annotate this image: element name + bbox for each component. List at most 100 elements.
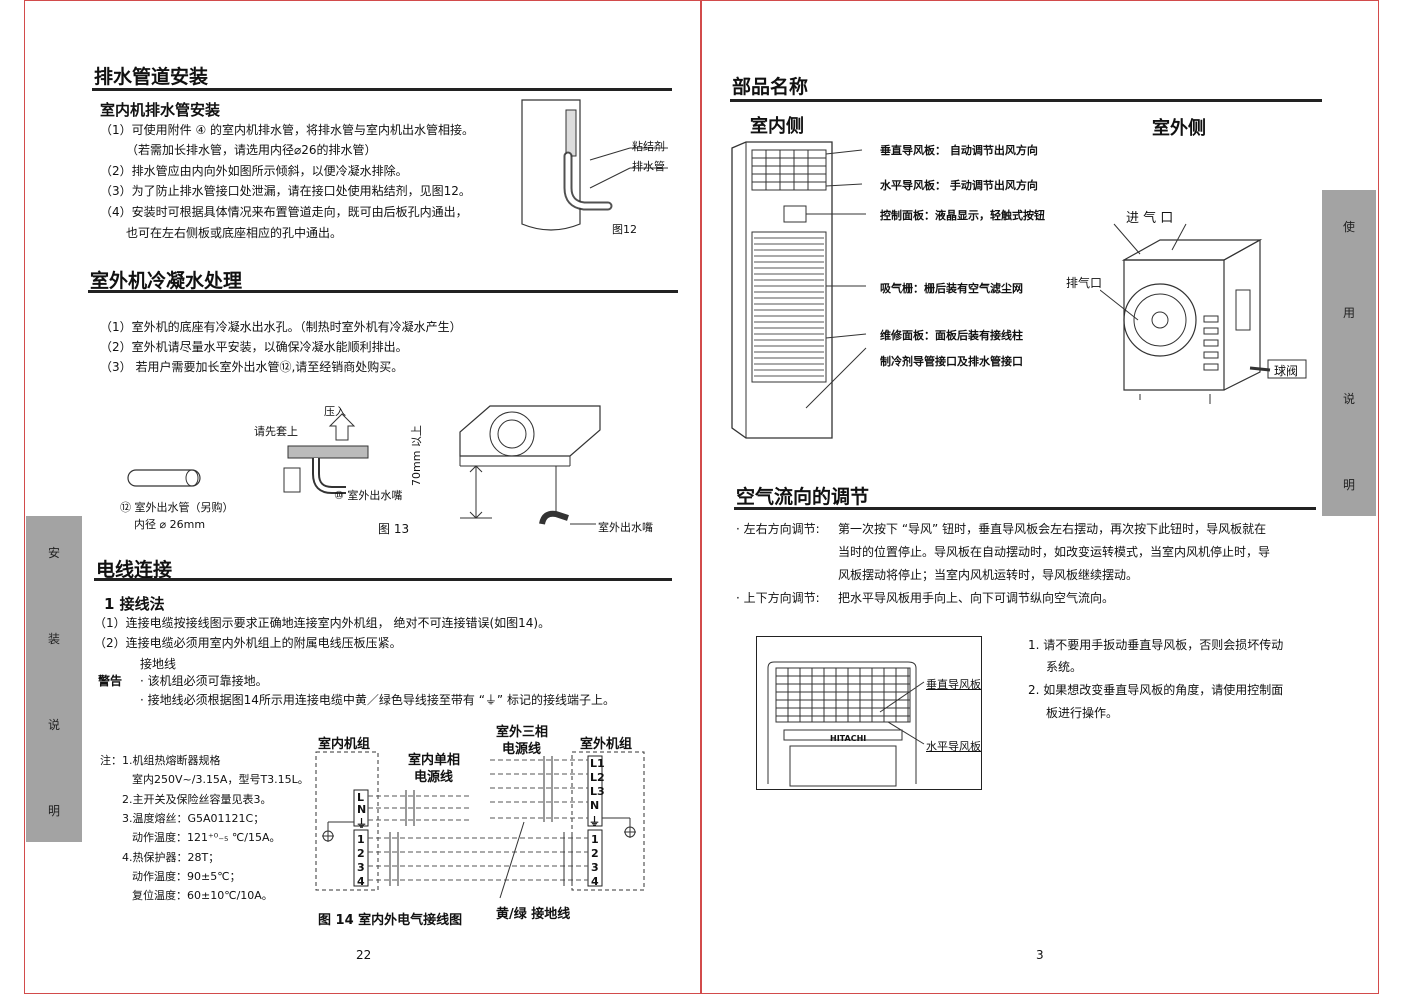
outdoor-outlet-label: 排气口: [1066, 276, 1103, 290]
condensate-line-3: （3） 若用户需要加长室外出水管⑫,请至经销商处购买。: [100, 360, 404, 374]
wiring-indoor-unit-label: 室内机组: [318, 737, 371, 752]
wiring-three-phase-label-1: 室外三相: [496, 725, 549, 740]
terminal-out-3: 3: [591, 861, 599, 874]
terminal-in-4: 4: [357, 875, 365, 888]
drain-line-2: （若需加长排水管，请选用内径⌀26的排水管）: [126, 143, 377, 157]
louver-figure-frame: [756, 636, 982, 790]
drain-line-4: （3）为了防止排水管接口处泄漏，请在接口处使用粘结剂，见图12。: [100, 184, 471, 198]
warning-line-1: · 该机组必须可靠接地。: [140, 674, 268, 688]
indoor-unit-illustration: [731, 141, 867, 439]
louver-fig-brand: HITACHI: [830, 734, 867, 743]
condensate-title-rule: [88, 290, 678, 293]
airflow-note-3: 2. 如果想改变垂直导风板的角度，请使用控制面: [1028, 683, 1284, 697]
terminal-in-ground: ⏚: [356, 817, 367, 830]
left-side-tab: 安 装 说 明: [26, 516, 82, 842]
wiring-ground-wire-label: 黄/绿 接地线: [496, 907, 571, 922]
louver-fig-horizontal-label: 水平导风板: [926, 740, 981, 753]
condensate-section-title: 室外机冷凝水处理: [90, 270, 243, 292]
terminal-in-1: 1: [357, 833, 365, 846]
airflow-lr-line-2: 当时的位置停止。导风板在自动摆动时，如改变运转模式，当室内风机停止时，导: [838, 545, 1271, 559]
airflow-ud-label: · 上下方向调节:: [736, 591, 820, 605]
fig13-height-label: 70mm 以上: [410, 425, 423, 486]
ground-title: 接地线: [140, 657, 177, 671]
fig13-pipe12-label: ⑫ 室外出水管（另购）: [120, 501, 234, 514]
outdoor-side-title: 室外侧: [1152, 118, 1206, 139]
part-label-vertical-louver: 垂直导风板： 自动调节出风方向: [880, 144, 1038, 157]
terminal-out-4: 4: [591, 875, 599, 888]
airflow-note-1: 1. 请不要用手扳动垂直导风板，否则会损坏传动: [1028, 638, 1284, 652]
terminal-out-1: 1: [591, 833, 599, 846]
terminal-in-n: N: [357, 803, 367, 816]
terminal-out-n: N: [590, 799, 600, 812]
wiring-three-phase-label-2: 电源线: [502, 742, 542, 757]
note-5: 动作温度：121⁺⁰₋₅ ℃/15A。: [132, 831, 281, 844]
note-6: 4.热保护器：28T；: [122, 851, 220, 864]
outdoor-inlet-label: 进 气 口: [1126, 211, 1174, 226]
airflow-title-rule: [734, 507, 1316, 510]
drain-line-1: （1）可使用附件 ④ 的室内机排水管，将排水管与室内机出水管相接。: [100, 123, 475, 137]
terminal-in-2: 2: [357, 847, 365, 860]
fig13-nozzle-label: 室外出水嘴: [598, 521, 653, 534]
left-page-number: 22: [356, 948, 372, 962]
note-3: 2.主开关及保险丝容量见表3。: [122, 793, 272, 806]
note-7: 动作温度：90±5℃；: [132, 870, 241, 883]
fig12-glue-label: 粘结剂: [632, 140, 665, 153]
airflow-lr-line-3: 风板摆动将停止；当室内风机运转时，导风板继续摆动。: [838, 568, 1139, 582]
right-page-number: 3: [1036, 948, 1044, 962]
fig13-press-label: 压入: [324, 405, 346, 418]
fig13-diameter-label: 内径 ⌀ 26mm: [134, 518, 206, 531]
parts-section-title: 部品名称: [732, 76, 809, 98]
figure-12: [521, 99, 668, 231]
drain-section-title: 排水管道安装: [94, 66, 209, 88]
fig13-caption: 图 13: [378, 522, 410, 536]
wiring-single-phase-label-1: 室内单相: [408, 753, 461, 768]
wiring-line-2: （2）连接电缆必须用室内外机组上的附属电线压板压紧。: [94, 636, 402, 650]
right-side-tab: 使 用 说 明: [1322, 190, 1376, 516]
louver-fig-vertical-label: 垂直导风板: [926, 678, 981, 691]
condensate-line-2: （2）室外机请尽量水平安装，以确保冷凝水能顺利排出。: [100, 340, 408, 354]
note-8: 复位温度：60±10℃/10A。: [132, 889, 273, 902]
terminal-out-ground: ⏚: [589, 815, 600, 828]
indoor-drain-subtitle: 室内机排水管安装: [100, 101, 221, 119]
wiring-title-rule: [94, 578, 672, 581]
airflow-lr-line-1: 第一次按下 “导风” 钮时，垂直导风板会左右摆动，再次按下此钮时，导风板就在: [838, 522, 1267, 536]
parts-title-rule: [730, 99, 1322, 102]
drain-title-rule: [92, 88, 672, 91]
part-label-intake-grille: 吸气栅：栅后装有空气滤尘网: [880, 282, 1023, 295]
wiring-single-phase-label-2: 电源线: [414, 770, 454, 785]
warning-label: 警告: [98, 674, 123, 688]
note-2: 室内250V~/3.15A，型号T3.15L。: [132, 773, 309, 786]
wiring-caption: 图 14 室内外电气接线图: [318, 913, 463, 928]
airflow-note-4: 板进行操作。: [1046, 706, 1119, 720]
drain-line-5: （4）安装时可根据具体情况来布置管道走向，既可由后板孔内通出，: [100, 205, 468, 219]
wiring-outdoor-unit-label: 室外机组: [580, 737, 633, 752]
figure-13: [127, 405, 601, 525]
condensate-line-1: （1）室外机的底座有冷凝水出水孔。（制热时室外机有冷凝水产生）: [100, 320, 462, 334]
part-label-control-panel: 控制面板：液晶显示，轻触式按钮: [880, 209, 1045, 222]
airflow-ud-line: 把水平导风板用手向上、向下可调节纵向空气流向。: [838, 591, 1115, 605]
part-label-pipe-connection: 制冷剂导管接口及排水管接口: [880, 355, 1023, 368]
louver-figure: [767, 661, 925, 787]
wiring-diagram-figure-14: [315, 751, 645, 899]
wiring-section-title: 电线连接: [96, 559, 173, 581]
fig13-first-label: 请先套上: [254, 425, 298, 438]
fig12-pipe-label: 排水管: [632, 160, 665, 173]
note-4: 3.温度熔丝：G5A01121C；: [122, 812, 265, 825]
drain-line-6: 也可在左右侧板或底座相应的孔中通出。: [126, 226, 343, 240]
terminal-out-l1: L1: [590, 757, 605, 770]
indoor-side-title: 室内侧: [750, 116, 804, 137]
part-label-service-panel: 维修面板：面板后装有接线柱: [880, 329, 1023, 342]
terminal-in-3: 3: [357, 861, 365, 874]
airflow-lr-label: · 左右方向调节:: [736, 522, 820, 536]
fig12-caption: 图12: [612, 223, 637, 236]
note-1: 注：1.机组热熔断器规格: [100, 754, 221, 767]
airflow-note-2: 系统。: [1046, 660, 1083, 674]
airflow-section-title: 空气流向的调节: [736, 486, 870, 508]
wiring-method-subtitle: 1 接线法: [104, 595, 165, 613]
part-label-horizontal-louver: 水平导风板： 手动调节出风方向: [880, 179, 1038, 192]
drain-line-3: （2）排水管应由内向外如图所示倾斜，以便冷凝水排除。: [100, 164, 408, 178]
outdoor-valve-label: 球阀: [1274, 364, 1299, 378]
terminal-out-2: 2: [591, 847, 599, 860]
outdoor-unit-illustration: [1100, 223, 1307, 404]
terminal-out-l3: L3: [590, 785, 605, 798]
